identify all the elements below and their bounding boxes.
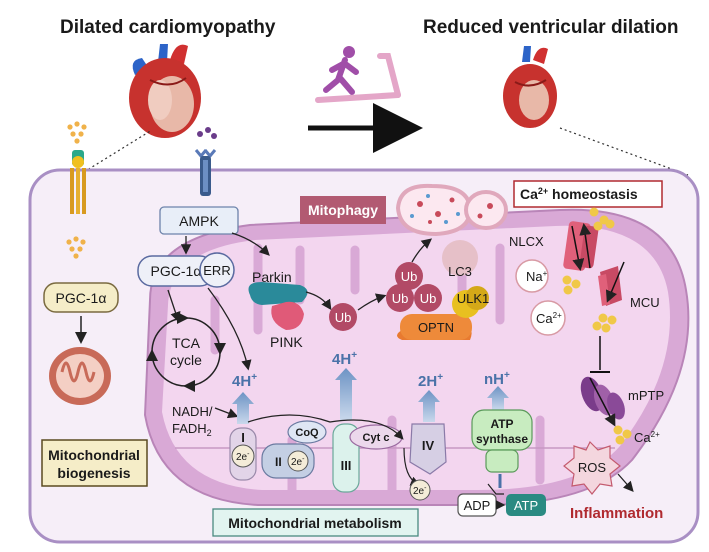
right-title: Reduced ventricular dilation xyxy=(423,17,679,38)
mitophagy-box xyxy=(300,196,386,224)
na-circle xyxy=(515,259,549,293)
receptor-ampk-icon xyxy=(194,127,217,196)
small-mitochondrion-icon xyxy=(49,347,111,405)
ros-label: ROS xyxy=(578,460,607,475)
cycle-label: cycle xyxy=(170,352,202,368)
ub-single-label: Ub xyxy=(335,310,352,325)
lc3-label: LC3 xyxy=(448,264,472,279)
coq-label: CoQ xyxy=(295,427,319,439)
ulk1-label: ULK1 xyxy=(457,291,490,306)
complex-iv-label: IV xyxy=(422,438,435,453)
inflammation-label: Inflammation xyxy=(570,505,663,522)
mptp-channel-icon xyxy=(580,376,625,427)
mito-metabolism-box xyxy=(212,508,419,537)
ub-single xyxy=(329,303,357,331)
left-title: Dilated cardiomyopathy xyxy=(60,17,276,38)
coq xyxy=(287,420,327,444)
complex-iv xyxy=(409,423,447,475)
treadmill-runner-icon xyxy=(315,46,401,103)
complex-iii-label: III xyxy=(341,458,352,473)
nlcx-label: NLCX xyxy=(509,234,544,249)
optn-label: OPTN xyxy=(418,320,454,335)
proton-arrows xyxy=(232,368,509,424)
ub-cluster xyxy=(386,240,489,340)
proton-4h-b: 4H+ xyxy=(332,350,357,368)
heart-reduced-icon xyxy=(503,46,557,128)
pgc1a-left-label: PGC-1α xyxy=(56,290,107,306)
ampk-label: AMPK xyxy=(179,213,219,229)
atp-synthase-label-2: synthase xyxy=(476,432,528,446)
mito-metabolism-label: Mitochondrial metabolism xyxy=(228,515,401,531)
mcu-label: MCU xyxy=(630,295,660,310)
proton-4h-a: 4H+ xyxy=(232,372,257,390)
electron-2-label: 2e- xyxy=(291,456,305,468)
atp-label: ATP xyxy=(514,498,538,513)
electron-2 xyxy=(287,450,309,472)
mptp-label: mPTP xyxy=(628,388,664,403)
ub-top-label: Ub xyxy=(401,269,418,284)
mcu-channel-icon xyxy=(598,261,625,306)
ca-dots-top xyxy=(562,207,617,333)
heart-dilated-icon xyxy=(129,44,201,138)
err-circle xyxy=(199,252,235,288)
nadh-label: NADH/ xyxy=(172,404,213,419)
electron-1-label: 2e- xyxy=(236,451,250,463)
ca-out-label: Ca2+ xyxy=(634,430,660,445)
nlcx-transporter-icon xyxy=(563,221,599,271)
err-label: ERR xyxy=(203,263,230,278)
pgc1a-left-box xyxy=(43,282,119,313)
electron-1 xyxy=(231,444,255,468)
tca-label: TCA xyxy=(172,335,201,351)
adp-label: ADP xyxy=(464,498,491,513)
ub-left-label: Ub xyxy=(392,291,409,306)
electron-3-label: 2e- xyxy=(413,485,427,497)
fadh-label: FADH2 xyxy=(172,421,212,438)
ca-dots-bottom xyxy=(613,425,632,445)
ca-homeostasis-box xyxy=(513,180,663,208)
atp-synthase-label-1: ATP xyxy=(490,417,513,431)
atp-box xyxy=(506,494,546,516)
autophagosome-icon xyxy=(395,183,508,237)
na-label: Na+ xyxy=(526,269,548,284)
ampk-box xyxy=(159,206,239,235)
mito-biogenesis-box xyxy=(41,439,148,487)
mitophagy-label: Mitophagy xyxy=(308,202,378,218)
ca-circle xyxy=(530,300,566,336)
cyt-c-label: Cyt c xyxy=(363,432,390,444)
ros-burst-icon xyxy=(563,440,621,495)
ca-homeostasis-label: Ca2+ homeostasis xyxy=(520,186,638,202)
parkin-pink-complex xyxy=(248,282,308,330)
pgc1a-label: PGC-1α xyxy=(151,263,202,279)
receptor-left-icon xyxy=(70,150,86,214)
complex-ii-label: II xyxy=(275,455,282,469)
proton-nh: nH+ xyxy=(484,370,510,388)
ub-right-label: Ub xyxy=(420,291,437,306)
ligand-dots xyxy=(66,121,87,259)
ca-label: Ca2+ xyxy=(536,311,562,326)
electron-3 xyxy=(409,479,431,501)
mito-biogenesis-line1: Mitochondrial xyxy=(48,447,140,463)
pink-label: PINK xyxy=(270,334,303,350)
mito-biogenesis-line2: biogenesis xyxy=(57,465,130,481)
tca-cycle xyxy=(146,312,226,392)
parkin-label: Parkin xyxy=(252,269,292,285)
complex-i-label: I xyxy=(241,430,245,445)
proton-2h: 2H+ xyxy=(418,372,443,390)
